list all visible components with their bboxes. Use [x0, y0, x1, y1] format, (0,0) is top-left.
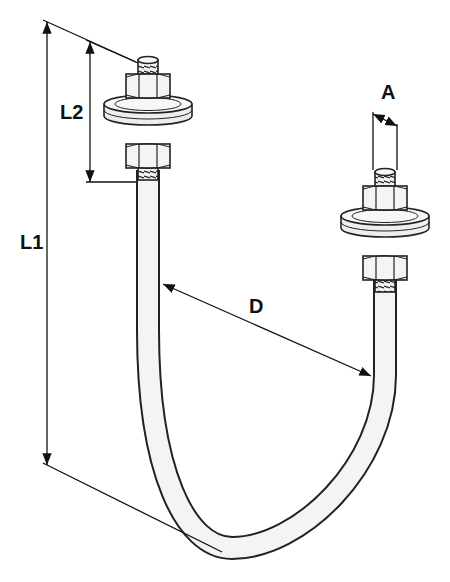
nut-washer-assembly [104, 57, 192, 181]
washer-ring [104, 110, 192, 119]
dimension-label: A [381, 82, 395, 102]
nut-facet [138, 74, 139, 98]
nut-chamfer [363, 256, 407, 260]
nut-facet [156, 74, 157, 98]
nut-facet [156, 144, 157, 168]
hex-nut [126, 144, 170, 168]
washer-ring [352, 210, 418, 223]
nut-chamfer [363, 207, 407, 211]
dimension-label: D [249, 296, 263, 316]
nut-chamfer [126, 165, 170, 169]
nut-chamfer [363, 277, 407, 281]
nut-facet [138, 144, 139, 168]
nut-chamfer [126, 144, 170, 148]
nut-facet [393, 256, 394, 280]
washer-ring [341, 222, 429, 231]
washer-ring [115, 98, 181, 111]
nut-washer-assembly [341, 169, 429, 293]
hex-nut [126, 74, 170, 98]
nut-facet [393, 186, 394, 210]
dimension-label: L1 [20, 232, 43, 252]
nut-chamfer [126, 95, 170, 99]
nut-chamfer [363, 186, 407, 190]
hex-nut [363, 256, 407, 280]
dimension-lines [43, 20, 397, 552]
rod-end [375, 169, 395, 176]
dimension-label: L2 [60, 102, 83, 122]
hex-nut [363, 186, 407, 210]
nut-facet [375, 186, 376, 210]
nut-chamfer [126, 74, 170, 78]
rod-end [138, 57, 158, 64]
nut-facet [375, 256, 376, 280]
